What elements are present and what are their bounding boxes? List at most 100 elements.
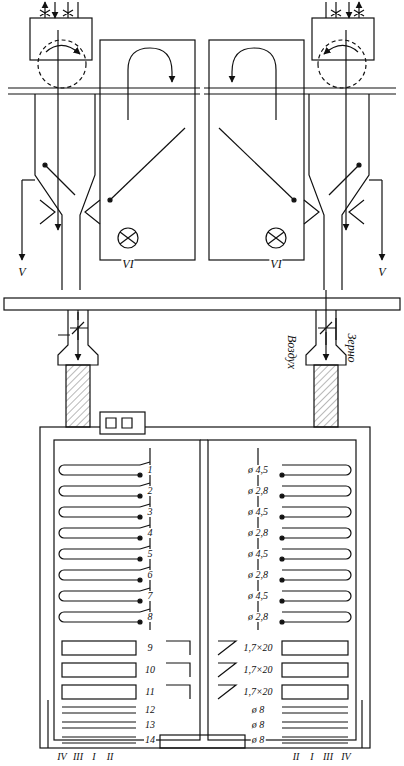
sieve-stroke (64, 485, 140, 486)
slot-trough (282, 685, 348, 699)
sieve-stroke (64, 621, 140, 622)
sieve-stroke (282, 721, 348, 722)
sieve-stroke (282, 474, 346, 475)
slot-trough (282, 663, 348, 677)
dryer-body (40, 412, 370, 748)
air-label: Воздух (286, 334, 298, 370)
sieve-trays (48, 448, 362, 748)
tray-bend (59, 549, 64, 559)
sieve-stroke (218, 641, 236, 655)
sieve-dimension: ø 4,5 (247, 591, 269, 601)
joint-dot (280, 515, 284, 519)
roman-label: II (106, 752, 115, 762)
slot-trough (62, 663, 136, 677)
callout-number: 14 (144, 735, 156, 745)
sieve-stroke (282, 590, 346, 591)
roman-label: V (17, 266, 26, 278)
sieve-stroke (166, 641, 190, 655)
tray-bend (59, 507, 64, 517)
roman-label: III (322, 752, 334, 762)
sieve-stroke (282, 727, 348, 728)
sieve-stroke (64, 569, 140, 570)
roman-label: II (292, 752, 301, 762)
sieve-stroke (62, 706, 136, 707)
tray-bend (59, 612, 64, 622)
sieve-stroke (64, 506, 140, 507)
tray-bend (59, 591, 64, 601)
tray-bend (59, 528, 64, 538)
joint-dot (138, 557, 142, 561)
roman-label: III (72, 752, 84, 762)
outlet-label: VI (269, 258, 282, 270)
outlet-label: VI (121, 258, 134, 270)
tray-bend (59, 465, 64, 475)
callout-number: 3 (147, 507, 154, 517)
callout-number: 9 (147, 643, 154, 653)
sieve-stroke (282, 516, 346, 517)
joint-dot (138, 473, 142, 477)
tray-bend (59, 486, 64, 496)
tray-bend (346, 507, 351, 517)
callout-number: 8 (147, 612, 154, 622)
joint-dot (280, 620, 284, 624)
sieve-dimension: ø 8 (251, 705, 266, 715)
sieve-stroke (282, 736, 348, 737)
sieve-stroke (64, 474, 140, 475)
tray-bend (346, 591, 351, 601)
sieve-dimension: 1,7×20 (242, 665, 273, 675)
callout-number: 11 (144, 687, 155, 697)
sieve-stroke (282, 712, 348, 713)
sieve-stroke (149, 448, 150, 630)
sieve-dimension: 1,7×20 (242, 643, 273, 653)
sieve-stroke (47, 700, 48, 748)
sieve-stroke (64, 516, 140, 517)
joint-dot (280, 473, 284, 477)
sieve-dimension: ø 4,5 (247, 549, 269, 559)
sieve-stroke (282, 579, 346, 580)
sieve-stroke (166, 663, 190, 677)
sieve-dimension: ø 2,8 (247, 486, 269, 496)
roman-label: IV (56, 752, 67, 762)
sieve-stroke (282, 558, 346, 559)
joint-dot (280, 536, 284, 540)
tray-bend (346, 549, 351, 559)
grain-label: Зерно (346, 332, 358, 363)
roman-label: V (377, 266, 386, 278)
sieve-stroke (64, 590, 140, 591)
sieve-stroke (282, 464, 346, 465)
joint-dot (138, 515, 142, 519)
sieve-dimension: ø 8 (251, 720, 266, 730)
sieve-stroke (282, 506, 346, 507)
callout-number: 7 (147, 591, 154, 601)
joint-dot (138, 599, 142, 603)
sieve-stroke (282, 548, 346, 549)
sieve-stroke (64, 611, 140, 612)
sieve-stroke (64, 495, 140, 496)
sieve-stroke (62, 712, 136, 713)
callout-number: 10 (144, 665, 156, 675)
sieve-dimension: ø 8 (251, 735, 266, 745)
joint-dot (280, 578, 284, 582)
tray-bend (346, 486, 351, 496)
callout-number: 6 (147, 570, 154, 580)
sieve-stroke (257, 448, 258, 630)
left-cyclone (8, 2, 200, 290)
right-cyclone (204, 2, 396, 290)
roman-label: IV (340, 752, 351, 762)
tray-bend (346, 570, 351, 580)
sieve-stroke (64, 548, 140, 549)
tray-bend (59, 570, 64, 580)
sieve-stroke (282, 706, 348, 707)
sieve-stroke (282, 569, 346, 570)
joint-dot (138, 620, 142, 624)
roman-label: I (309, 752, 314, 762)
sieve-dimension: ø 2,8 (247, 528, 269, 538)
tray-bend (346, 612, 351, 622)
sieve-stroke (62, 736, 136, 737)
callout-number: 2 (147, 486, 154, 496)
joint-dot (138, 578, 142, 582)
sieve-stroke (64, 600, 140, 601)
sieve-stroke (218, 663, 236, 677)
sieve-dimension: ø 4,5 (247, 507, 269, 517)
sieve-dimension: ø 4,5 (247, 465, 269, 475)
